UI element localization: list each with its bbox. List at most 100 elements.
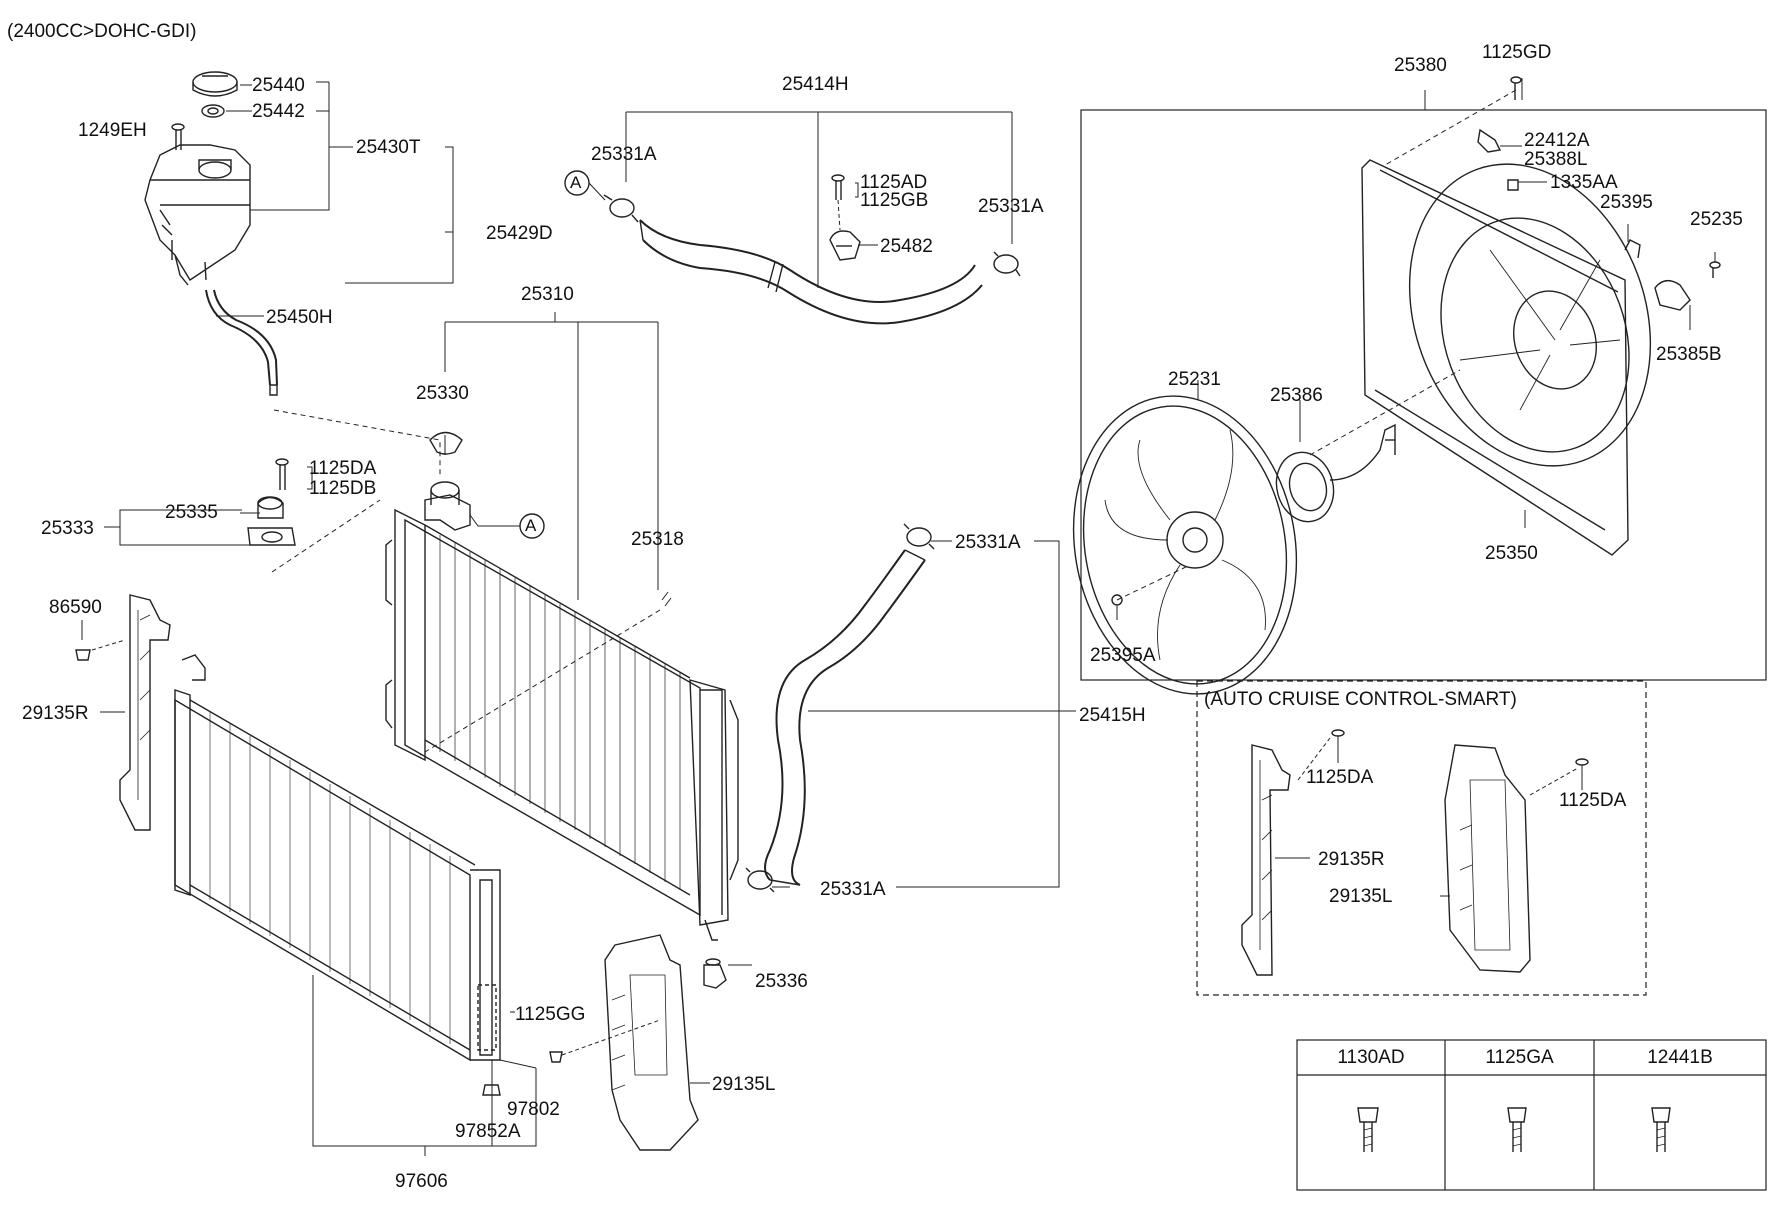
label-25395a: 25395A [1090,645,1156,666]
label-25415h: 25415H [1079,705,1146,726]
label-29135r: 29135R [22,703,89,724]
table-header-12441b: 12441B [1647,1047,1713,1068]
label-1125ad: 1125AD [860,172,928,193]
label-25430t: 25430T [356,137,421,158]
label-25331a-mid: 25331A [955,532,1021,553]
label-25331a-low: 25331A [820,879,886,900]
label-25231: 25231 [1168,369,1221,390]
label-1125gg: 1125GG [515,1004,586,1025]
fan-box-dash-leader-1 [1384,89,1517,166]
label-25388l: 25388L [1524,149,1588,170]
bolt-dash-leader [837,199,841,231]
radiator-dash-leader [419,609,661,756]
label-option-29135l: 29135L [1329,886,1393,907]
table-bolt-1130ad-icon [1357,1107,1379,1152]
label-25330: 25330 [416,383,469,404]
label-25318: 25318 [631,529,684,550]
bracket-dash-leader [271,499,381,573]
hose-dash-leader [273,409,441,475]
label-25350: 25350 [1485,543,1538,564]
label-22412a: 22412A [1524,130,1590,151]
label-option-29135r: 29135R [1318,849,1385,870]
label-25440: 25440 [252,75,305,96]
label-25380: 25380 [1394,55,1447,76]
lower-hose-leaders [772,540,1076,888]
label-25414h: 25414H [782,74,849,95]
label-86590: 86590 [49,597,102,618]
label-1125da: 1125DA [309,458,377,479]
callout-letter-mid: A [525,516,537,535]
fan-box-dash-leader-3 [1309,369,1461,456]
label-25386: 25386 [1270,385,1323,406]
fan-box-small-parts [1111,76,1721,606]
label-97606: 97606 [395,1171,448,1192]
label-25310: 25310 [521,284,574,305]
reservoir-leaders [216,81,454,317]
bolt-1125da-drawing [275,458,289,490]
cap-gasket-drawing [201,104,225,118]
label-option-1125da-left: 1125DA [1306,767,1374,788]
label-25336: 25336 [755,971,808,992]
label-29135l: 29135L [712,1074,776,1095]
bracket-leaders [104,466,313,546]
bolt-1125ad-drawing [831,174,845,200]
lower-hose-drawing [764,549,926,886]
bolt-86590-drawing [75,639,126,661]
label-1125gd: 1125GD [1482,42,1552,63]
radiator-fins [439,535,681,890]
label-25429d: 25429D [486,223,553,244]
label-25333: 25333 [41,518,94,539]
callout-letter-top: A [570,173,582,192]
label-97802: 97802 [507,1099,560,1120]
label-1249eh: 1249EH [78,120,147,141]
hose-clamp-lower-top [903,523,935,550]
upper-hose-drawing [639,219,983,325]
label-25331a-top-left: 25331A [591,144,657,165]
option-seal-left-drawing [1444,744,1589,973]
label-1335aa: 1335AA [1550,172,1618,193]
reservoir-cap-drawing [192,71,238,97]
engine-note: (2400CC>DOHC-GDI) [7,21,197,42]
condenser-drawing [174,654,501,1096]
option-box-title: (AUTO CRUISE CONTROL-SMART) [1204,689,1517,710]
radiator-leaders [444,312,752,966]
hose-clamp-upper-right [993,251,1021,277]
auto-cruise-option-box [1196,680,1647,996]
callout-circle-mid [469,513,545,539]
reservoir-tank-drawing [144,144,251,286]
label-option-1125da-right: 1125DA [1559,790,1627,811]
fan-blade-drawing [1072,395,1298,695]
air-guard-leaders [510,1011,710,1084]
table-header-1130ad: 1130AD [1337,1047,1405,1068]
bolt-1249eh-drawing [171,123,185,150]
fan-box-leaders [1116,78,1716,620]
fastener-table-grid [1296,1039,1767,1191]
fan-shroud-drawing [1361,159,1652,556]
upper-hose-leaders [625,111,1013,288]
radiator-cap-drawing [429,431,463,455]
side-seal-right-drawing [119,594,171,831]
label-25385b: 25385B [1656,344,1722,365]
bolt-1125gg-drawing [549,1019,661,1063]
condenser-fins [209,712,451,1044]
pin-25318-drawing [661,591,672,607]
hose-clamp-lower-bottom [745,867,775,893]
fan-assembly-box [1080,109,1767,681]
condenser-leaders [312,975,537,1156]
overflow-hose-drawing [205,289,278,396]
hose-bracket-25482-drawing [829,230,861,261]
bracket-25335-drawing [247,496,296,546]
label-25395: 25395 [1600,192,1653,213]
table-bolt-12441b-icon [1651,1107,1671,1152]
label-25442: 25442 [252,101,305,122]
label-25335: 25335 [165,502,218,523]
label-25482: 25482 [880,236,933,257]
callout-circle-top [564,170,606,201]
label-25235: 25235 [1690,209,1743,230]
table-bolt-1125ga-icon [1507,1107,1527,1152]
table-header-1125ga: 1125GA [1485,1047,1554,1068]
label-97852a: 97852A [455,1121,521,1142]
hose-clamp-upper-left [603,194,639,223]
air-guard-left-drawing [604,934,699,1151]
